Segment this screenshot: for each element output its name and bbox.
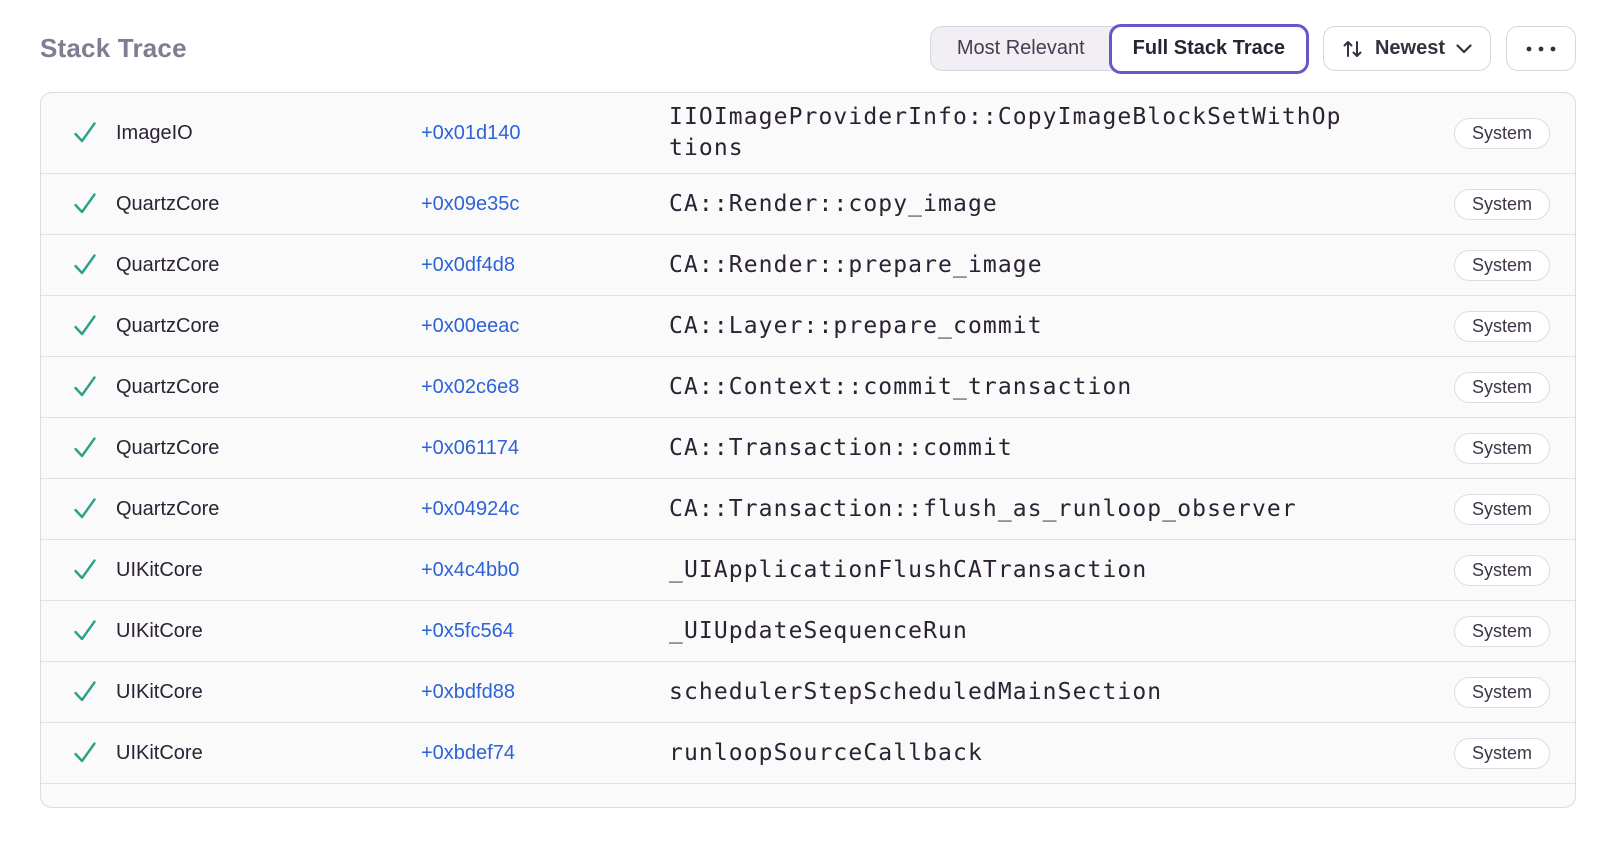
frame-module: UIKitCore (116, 680, 203, 703)
frame-address-link[interactable]: +0x0df4d8 (421, 253, 515, 276)
stack-frame-row[interactable]: UIKitCore +0x5fc564 _UIUpdateSequenceRun… (41, 600, 1575, 661)
frame-origin-badge: System (1453, 188, 1550, 220)
stack-frame-row[interactable]: UIKitCore +0xbdef74 runloopSourceCallbac… (41, 722, 1575, 783)
frame-address-link[interactable]: +0x09e35c (421, 192, 520, 215)
frame-function: _UIApplicationFlushCATransaction (669, 556, 1148, 583)
checkmark-icon (71, 190, 99, 218)
frame-address-link[interactable]: +0x02c6e8 (421, 375, 520, 398)
ellipsis-icon (1526, 46, 1556, 52)
frame-function: CA::Transaction::flush_as_runloop_observ… (669, 495, 1297, 522)
more-options-button[interactable] (1506, 26, 1576, 71)
sort-newest-button[interactable]: Newest (1322, 26, 1491, 71)
stack-frame-row[interactable]: QuartzCore +0x0df4d8 CA::Render::prepare… (41, 234, 1575, 295)
checkmark-icon (71, 678, 99, 706)
stack-frame-row[interactable]: ImageIO +0x01d140 IIOImageProviderInfo::… (41, 93, 1575, 173)
frame-origin-badge: System (1453, 371, 1550, 403)
frame-origin-badge: System (1453, 493, 1550, 525)
frame-address-link[interactable]: +0x5fc564 (421, 619, 514, 642)
frame-origin-badge: System (1453, 432, 1550, 464)
checkmark-icon (71, 373, 99, 401)
stack-frame-row[interactable]: QuartzCore +0x02c6e8 CA::Context::commit… (41, 356, 1575, 417)
frame-function: CA::Render::copy_image (669, 190, 998, 217)
checkmark-icon (71, 251, 99, 279)
frame-address-link[interactable]: +0xbdef74 (421, 741, 515, 764)
frame-function: _UIUpdateSequenceRun (669, 617, 968, 644)
frame-function: CA::Layer::prepare_commit (669, 312, 1043, 339)
frame-origin-badge: System (1453, 554, 1550, 586)
stack-frame-row[interactable]: QuartzCore +0x09e35c CA::Render::copy_im… (41, 173, 1575, 234)
frame-module: QuartzCore (116, 436, 220, 459)
stack-frame-row[interactable]: QuartzCore +0x00eeac CA::Layer::prepare_… (41, 295, 1575, 356)
frame-origin-badge: System (1453, 249, 1550, 281)
frame-function: runloopSourceCallback (669, 739, 983, 766)
checkmark-icon (71, 495, 99, 523)
frame-module: QuartzCore (116, 314, 220, 337)
clipped-next-row (41, 783, 1575, 807)
checkmark-icon (71, 617, 99, 645)
checkmark-icon (71, 119, 99, 147)
stack-trace-table: ImageIO +0x01d140 IIOImageProviderInfo::… (40, 92, 1576, 808)
frame-module: QuartzCore (116, 497, 220, 520)
checkmark-icon (71, 739, 99, 767)
frame-function: IIOImageProviderInfo::CopyImageBlockSetW… (669, 104, 1342, 161)
most-relevant-button[interactable]: Most Relevant (956, 37, 1085, 59)
frame-address-link[interactable]: +0x061174 (421, 436, 520, 459)
checkmark-icon (71, 434, 99, 462)
stack-frame-row[interactable]: QuartzCore +0x04924c CA::Transaction::fl… (41, 478, 1575, 539)
checkmark-icon (71, 556, 99, 584)
frame-module: QuartzCore (116, 253, 220, 276)
chevron-down-icon (1456, 43, 1472, 54)
frame-function: CA::Context::commit_transaction (669, 373, 1133, 400)
page-title: Stack Trace (40, 33, 187, 63)
frame-origin-badge: System (1453, 676, 1550, 708)
frame-module: UIKitCore (116, 619, 203, 642)
frame-address-link[interactable]: +0x4c4bb0 (421, 558, 520, 581)
stack-trace-header: Stack Trace Most Relevant Full Stack Tra… (40, 23, 1576, 74)
frame-address-link[interactable]: +0x01d140 (421, 121, 521, 144)
full-stack-trace-button[interactable]: Full Stack Trace (1108, 23, 1309, 74)
checkmark-icon (71, 312, 99, 340)
frame-address-link[interactable]: +0xbdfd88 (421, 680, 515, 703)
frame-function: schedulerStepScheduledMainSection (669, 678, 1163, 705)
sort-arrows-icon (1342, 38, 1364, 60)
frame-function: CA::Transaction::commit (669, 434, 1013, 461)
stack-frame-row[interactable]: UIKitCore +0xbdfd88 schedulerStepSchedul… (41, 661, 1575, 722)
frame-origin-badge: System (1453, 737, 1550, 769)
header-controls: Most Relevant Full Stack Trace Newest (929, 23, 1576, 74)
frame-function: CA::Render::prepare_image (669, 251, 1043, 278)
frame-origin-badge: System (1453, 117, 1550, 149)
view-toggle: Most Relevant Full Stack Trace (929, 23, 1309, 74)
frame-address-link[interactable]: +0x04924c (421, 497, 520, 520)
frame-address-link[interactable]: +0x00eeac (421, 314, 520, 337)
stack-frame-row[interactable]: UIKitCore +0x4c4bb0 _UIApplicationFlushC… (41, 539, 1575, 600)
frame-origin-badge: System (1453, 615, 1550, 647)
frame-origin-badge: System (1453, 310, 1550, 342)
frame-module: QuartzCore (116, 375, 220, 398)
frame-module: ImageIO (116, 121, 193, 144)
frame-module: QuartzCore (116, 192, 220, 215)
frame-module: UIKitCore (116, 558, 203, 581)
stack-frame-row[interactable]: QuartzCore +0x061174 CA::Transaction::co… (41, 417, 1575, 478)
sort-button-label: Newest (1374, 37, 1445, 59)
frame-module: UIKitCore (116, 741, 203, 764)
